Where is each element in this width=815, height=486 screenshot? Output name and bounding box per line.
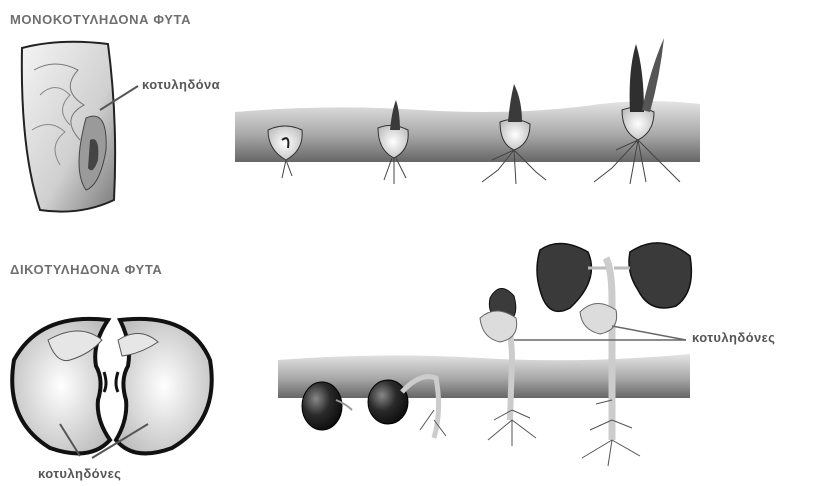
dicot-label-line-2 — [612, 326, 686, 340]
monocot-title: ΜΟΝΟΚΟΤΥΛΗΔΟΝΑ ΦΥΤΑ — [10, 12, 191, 27]
dicot-seed-section — [12, 319, 212, 454]
dicot-soil — [278, 354, 690, 398]
dicot-cotyledons-label-right: κοτυληδόνες — [692, 330, 775, 345]
dicot-cotyledons-label-bottom: κοτυληδόνες — [38, 466, 121, 481]
dicot-stage-4 — [537, 243, 691, 466]
monocot-seed-section — [22, 42, 115, 212]
monocot-cotyledon-label: κοτυληδόνα — [142, 77, 220, 92]
dicot-title: ΔΙΚΟΤΥΛΗΔΟΝΑ ΦΥΤΑ — [10, 262, 162, 277]
